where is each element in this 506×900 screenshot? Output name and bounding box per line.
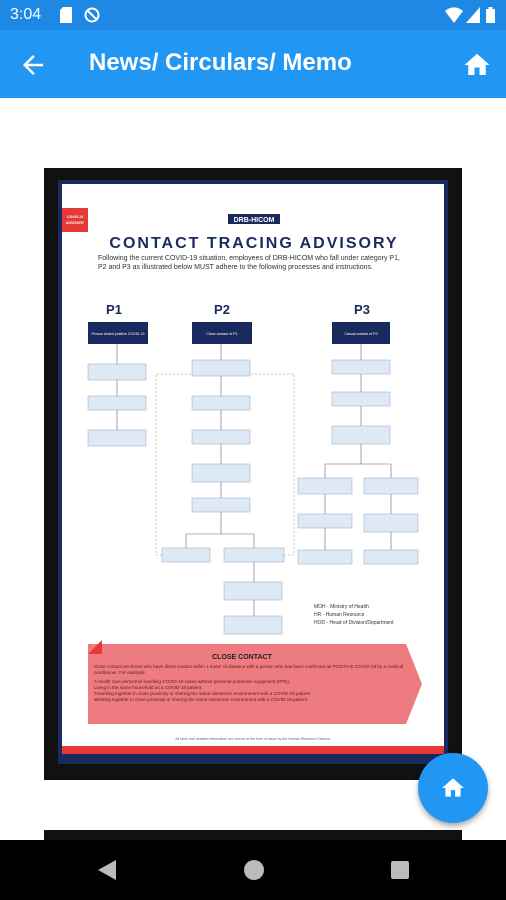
app-bar: News/ Circulars/ Memo (0, 30, 506, 98)
battery-icon (486, 7, 495, 23)
svg-text:ADVISORY: ADVISORY (66, 221, 85, 225)
close-contact-title: CLOSE CONTACT (212, 654, 272, 661)
status-bar: 3:04 (0, 0, 506, 30)
nav-recents-icon[interactable] (389, 858, 411, 882)
poster-p2: P2 (214, 302, 230, 317)
home-fab-button[interactable] (418, 753, 488, 823)
poster-legend-3: HOD - Head of Division/Department (314, 620, 394, 626)
poster-p3-head: Casual contact of P2 (344, 332, 377, 336)
home-icon (442, 778, 464, 797)
poster-graphic: COVID-19 ADVISORY DRB-HICOM CONTACT TRAC… (62, 208, 444, 754)
poster-badge-bg (62, 208, 88, 232)
wifi-icon (445, 7, 463, 23)
poster-title: CONTACT TRACING ADVISORY (109, 235, 398, 252)
poster-p3: P3 (354, 302, 370, 317)
close-contact-banner (88, 644, 422, 724)
poster-border: COVID-19 ADVISORY DRB-HICOM CONTACT TRAC… (58, 180, 448, 764)
poster-brand: DRB-HICOM (234, 217, 275, 224)
poster-p1-head: Person tested positive COVID-19 (92, 332, 145, 336)
no-disturb-icon (84, 7, 100, 23)
poster-footer: All facts and detailed information are c… (175, 737, 331, 741)
close-contact-bullet-2: Living in the same household as a COVID-… (94, 685, 203, 690)
circular-image-frame[interactable]: COVID-19 ADVISORY DRB-HICOM CONTACT TRAC… (44, 168, 462, 780)
sim-card-icon (60, 7, 72, 23)
content-area: COVID-19 ADVISORY DRB-HICOM CONTACT TRAC… (0, 98, 506, 840)
poster-p1: P1 (106, 302, 122, 317)
nav-home-icon[interactable] (243, 858, 265, 882)
status-time: 3:04 (10, 6, 42, 23)
system-nav-bar (0, 840, 506, 900)
close-contact-bullet-4: Working together in close proximity or s… (94, 697, 309, 702)
poster-legend-1: MOH - Ministry of Health (314, 604, 369, 610)
poster-brand-bg (228, 214, 280, 224)
page-title: News/ Circulars/ Memo (89, 49, 352, 76)
svg-text:COVID-19: COVID-19 (67, 215, 83, 219)
poster-intro: Following the current COVID-19 situation… (98, 255, 400, 271)
close-contact-bullet-1: A health care personnel handling COVID-1… (94, 679, 291, 684)
nav-back-icon[interactable] (96, 858, 118, 882)
close-contact-text: Close contact are those who have direct … (94, 664, 404, 675)
close-contact-bullet-3: Travelling together in close proximity o… (94, 691, 312, 696)
back-arrow-icon[interactable] (18, 50, 48, 80)
contact-tracing-poster: COVID-19 ADVISORY DRB-HICOM CONTACT TRAC… (62, 184, 444, 754)
home-icon[interactable] (462, 50, 492, 80)
poster-legend-2: HR - Human Resource (314, 612, 365, 618)
poster-p2-head: Close contact of P1 (206, 332, 237, 336)
signal-icon (466, 7, 480, 23)
next-image-strip (44, 830, 462, 840)
